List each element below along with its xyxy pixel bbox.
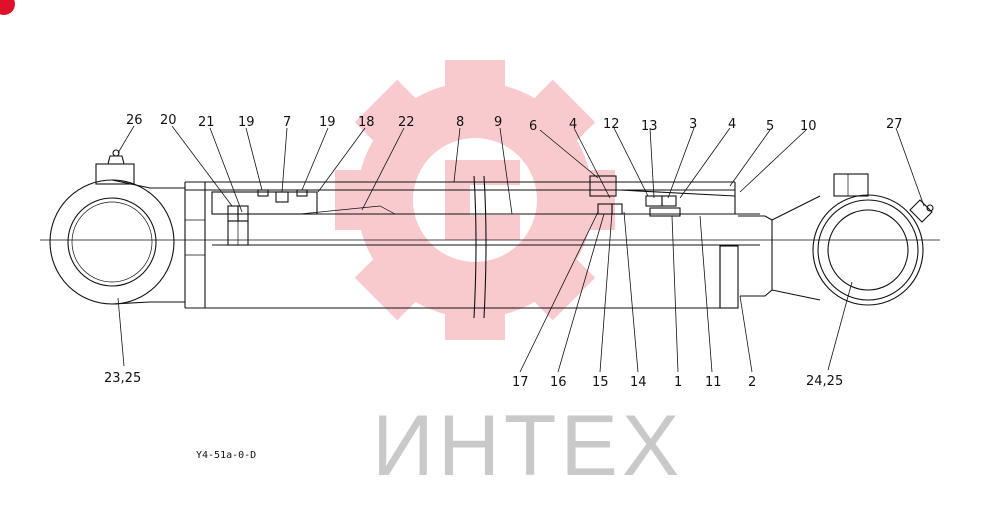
left-eye-end bbox=[49, 179, 185, 305]
callout-13: 13 bbox=[641, 119, 658, 134]
callout-26: 26 bbox=[126, 113, 143, 128]
right-eye-end bbox=[812, 173, 924, 306]
callout-17: 17 bbox=[512, 375, 529, 390]
callout-12: 12 bbox=[603, 117, 620, 132]
callout-2: 2 bbox=[748, 375, 756, 390]
callout-1: 1 bbox=[674, 375, 682, 390]
callout-3: 3 bbox=[689, 117, 697, 132]
grease-nipple-right bbox=[909, 199, 934, 223]
callout-10: 10 bbox=[800, 119, 817, 134]
callout-23-25: 23,25 bbox=[104, 371, 141, 386]
callout-24-25: 24,25 bbox=[806, 374, 843, 389]
callout-18: 18 bbox=[358, 115, 375, 130]
callout-9: 9 bbox=[494, 115, 502, 130]
callout-6: 6 bbox=[529, 119, 537, 134]
grease-nipple-left bbox=[95, 149, 135, 185]
callout-7: 7 bbox=[283, 115, 291, 130]
callout-labels: 26 20 21 19 7 19 18 22 8 9 6 4 12 13 3 4… bbox=[104, 113, 903, 390]
piston-assembly bbox=[211, 189, 318, 246]
callout-19-left: 19 bbox=[238, 115, 255, 130]
callout-19-right: 19 bbox=[319, 115, 336, 130]
leader-lines bbox=[117, 125, 925, 373]
rod-guide bbox=[589, 175, 736, 217]
callout-5: 5 bbox=[766, 119, 774, 134]
callout-8: 8 bbox=[456, 115, 464, 130]
callout-15: 15 bbox=[592, 375, 609, 390]
callout-4-right: 4 bbox=[728, 117, 736, 132]
callout-16: 16 bbox=[550, 375, 567, 390]
drawing-code: Y4-51a-0-D bbox=[196, 450, 256, 461]
corner-marker bbox=[0, 0, 15, 15]
watermark-text: ИНТЕХ bbox=[372, 398, 683, 494]
callout-14: 14 bbox=[630, 375, 647, 390]
callout-11: 11 bbox=[705, 375, 722, 390]
rod-end bbox=[719, 195, 821, 309]
callout-20: 20 bbox=[160, 113, 177, 128]
callout-22: 22 bbox=[398, 115, 415, 130]
callout-4-left: 4 bbox=[569, 117, 577, 132]
callout-27: 27 bbox=[886, 117, 903, 132]
callout-21: 21 bbox=[198, 115, 215, 130]
